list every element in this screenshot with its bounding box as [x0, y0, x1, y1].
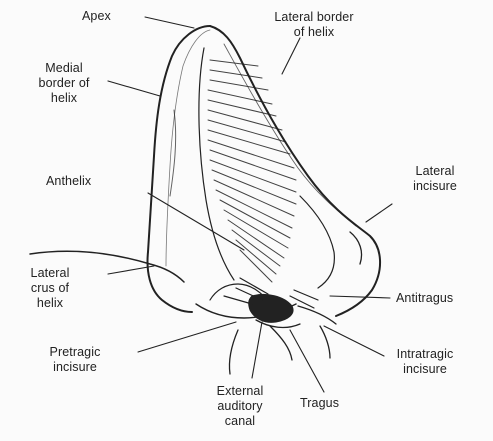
lateral-incisure-label: Lateral incisure: [390, 164, 480, 194]
lateral-border-label: Lateral border of helix: [254, 10, 374, 40]
antitragus-label: Antitragus: [396, 291, 453, 306]
external-canal-label: External auditory canal: [190, 384, 290, 429]
anthelix-label: Anthelix: [46, 174, 91, 189]
pretragic-incisure-label: Pretragic incisure: [20, 345, 130, 375]
lateral-crus-label: Lateral crus of helix: [10, 266, 90, 311]
lateral-inner-line: [224, 44, 356, 226]
lateral-border: [210, 26, 380, 316]
tragus-label: Tragus: [300, 396, 339, 411]
apex-label: Apex: [82, 9, 111, 24]
intratragic-incisure-label: Intratragic incisure: [370, 347, 480, 377]
canal-shading: [249, 294, 293, 322]
helix-inner-line: [166, 30, 210, 266]
medial-border-label: Medial border of helix: [24, 61, 104, 106]
